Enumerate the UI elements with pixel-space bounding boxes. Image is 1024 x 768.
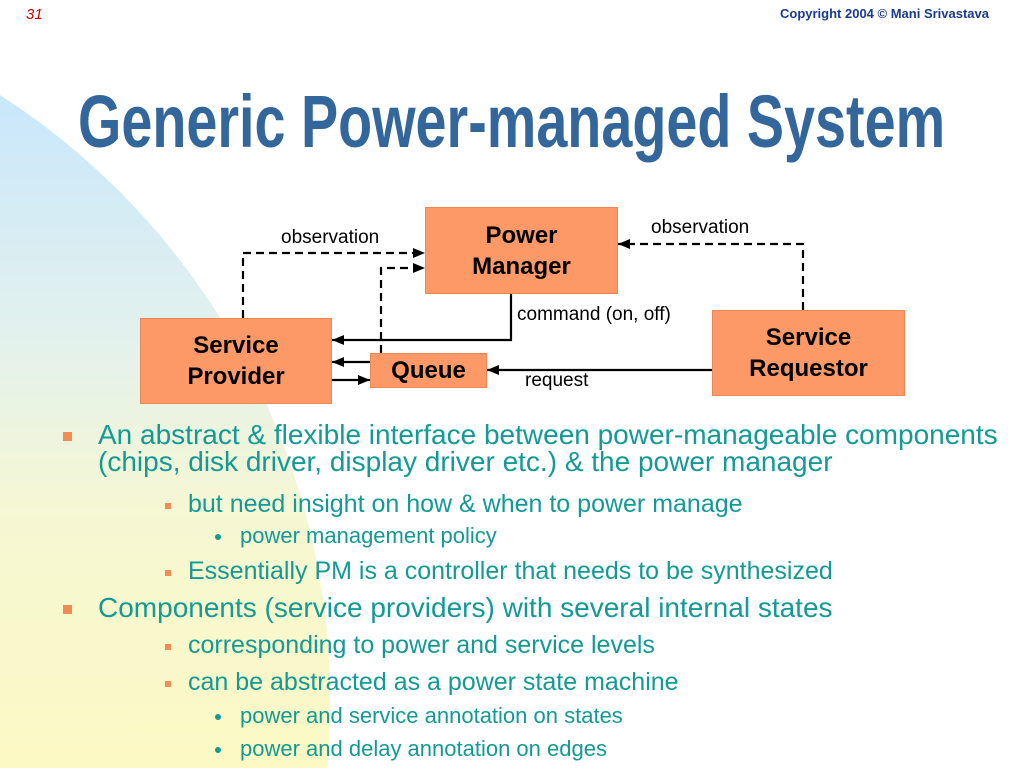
bullet-text: power and delay annotation on edges: [240, 736, 607, 761]
box-label-line: Service: [193, 332, 279, 359]
observation-label-right: observation: [651, 217, 750, 238]
bullet-item-level1: An abstract & flexible interface between…: [63, 419, 1020, 477]
box-label-line: Service: [765, 324, 852, 351]
box-label-line: Manager: [472, 252, 571, 280]
copyright-notice: Copyright 2004 © Mani Srivastava: [780, 6, 989, 21]
bullet-item-level2: corresponding to power and service level…: [165, 633, 995, 658]
observation-arrow-provider-to-manager: [241, 248, 425, 318]
box-label-line: Queue: [391, 357, 466, 384]
bullet-square-icon: [63, 432, 72, 441]
power-manager-box: Power Manager: [425, 207, 618, 294]
observation-arrow-requestor-to-manager: [618, 239, 805, 310]
observation-arrow-queue-to-manager: [379, 263, 425, 353]
bullet-small-square-icon: [165, 644, 171, 650]
bullet-dot-icon: [215, 747, 221, 753]
bullet-text: power management policy: [240, 523, 497, 548]
observation-label-left: observation: [281, 227, 380, 248]
bullet-square-icon: [63, 605, 72, 614]
queue-box: Queue: [370, 353, 487, 388]
bullet-dot-icon: [215, 714, 221, 720]
service-requestor-box: Service Requestor: [712, 310, 905, 396]
command-label: command (on, off): [517, 304, 671, 325]
bullet-small-square-icon: [165, 503, 171, 509]
bullet-text: Essentially PM is a controller that need…: [188, 557, 833, 585]
bullet-text: corresponding to power and service level…: [188, 631, 655, 659]
bullet-text: Components (service providers) with seve…: [98, 592, 833, 623]
box-label-line: Power: [485, 221, 558, 249]
bullet-item-level3: power management policy: [214, 525, 994, 547]
service-provider-box: Service Provider: [140, 318, 332, 404]
bullet-item-level1: Components (service providers) with seve…: [63, 592, 1020, 623]
background-circle: [0, 95, 331, 768]
bullet-text: but need insight on how & when to power …: [188, 490, 743, 518]
bullet-text: power and service annotation on states: [240, 703, 623, 728]
slide-title: Generic Power-managed System: [78, 80, 946, 163]
command-arrow-manager-to-provider: [332, 294, 513, 345]
bullet-item-level2: can be abstracted as a power state machi…: [165, 670, 995, 695]
bullet-item-level3: power and service annotation on states: [214, 705, 994, 727]
bullet-item-level2: but need insight on how & when to power …: [165, 492, 995, 517]
bullet-text: An abstract & flexible interface between…: [98, 419, 998, 477]
bullet-small-square-icon: [165, 681, 171, 687]
title-container: Generic Power-managed System: [78, 85, 948, 165]
box-label-line: Requestor: [749, 355, 868, 382]
diagram-connectors: [241, 239, 805, 385]
bullet-dot-icon: [215, 534, 221, 540]
page-number: 31: [26, 6, 43, 23]
bullet-text: can be abstracted as a power state machi…: [188, 668, 679, 696]
bullet-item-level3: power and delay annotation on edges: [214, 738, 994, 760]
bullet-item-level2: Essentially PM is a controller that need…: [165, 559, 995, 584]
box-label-line: Provider: [187, 363, 285, 390]
request-label: request: [525, 370, 589, 391]
bullet-small-square-icon: [165, 570, 171, 576]
